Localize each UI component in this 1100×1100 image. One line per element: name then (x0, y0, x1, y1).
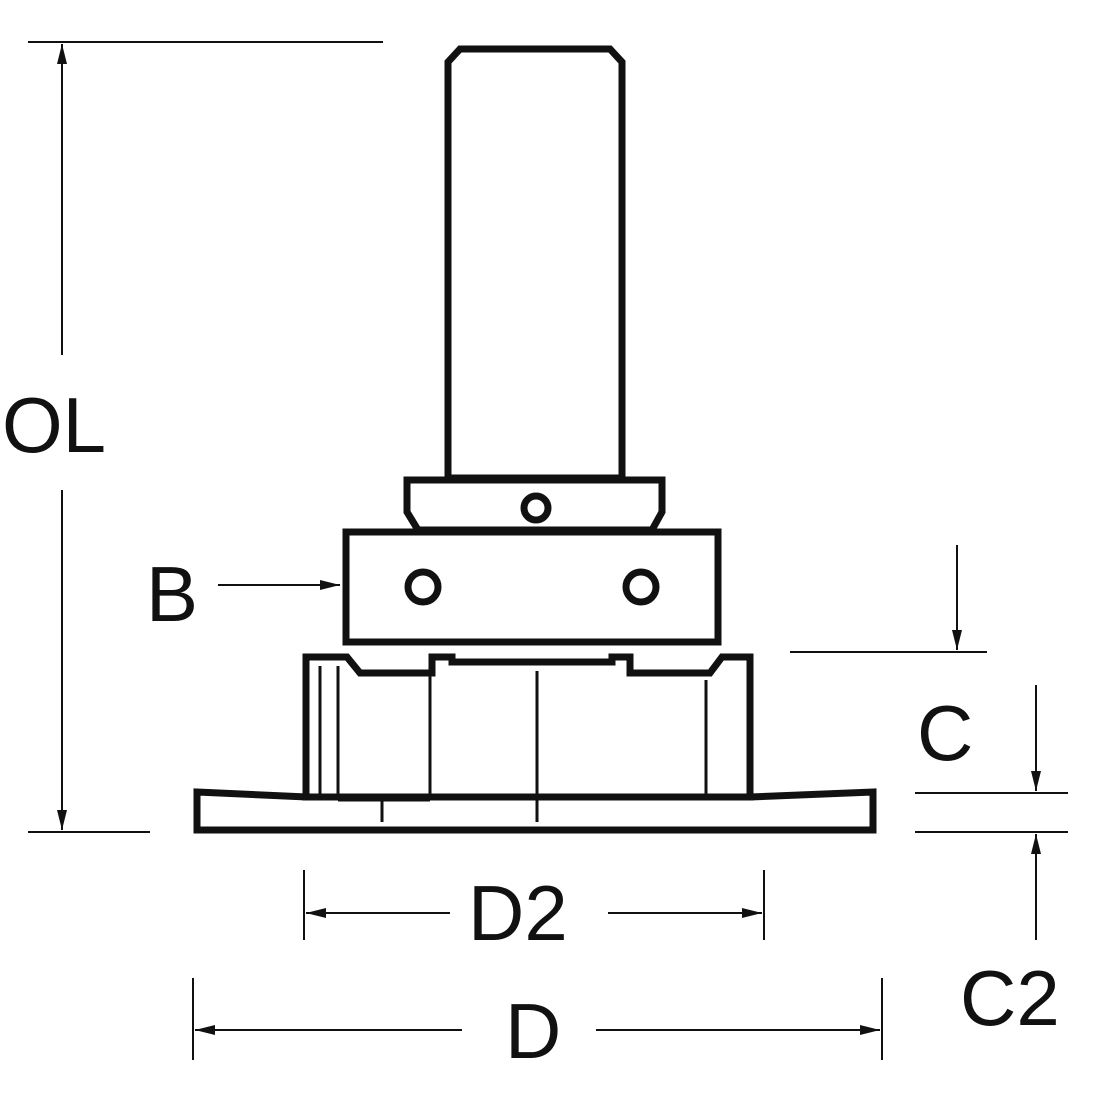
bearing-block (342, 528, 722, 646)
c2-label: C2 (960, 954, 1060, 1042)
c-label: C (917, 689, 973, 777)
shank (444, 45, 626, 482)
dimension-d2: D2 (303, 869, 765, 957)
lower-housing (302, 653, 754, 801)
dimension-ol: OL (2, 41, 383, 833)
cutter-body (193, 45, 877, 834)
ol-label: OL (2, 381, 106, 469)
dimension-c: C (790, 545, 1068, 794)
bearing-hole-right (622, 568, 660, 606)
dimension-b: B (146, 550, 340, 638)
dimension-c2: C2 (915, 831, 1068, 1042)
d-label: D (505, 987, 561, 1075)
collar-screw-hole (520, 492, 552, 524)
b-label: B (146, 550, 198, 638)
d2-label: D2 (468, 869, 568, 957)
bearing-hole-left (404, 568, 442, 606)
dimension-d: D (192, 978, 883, 1075)
